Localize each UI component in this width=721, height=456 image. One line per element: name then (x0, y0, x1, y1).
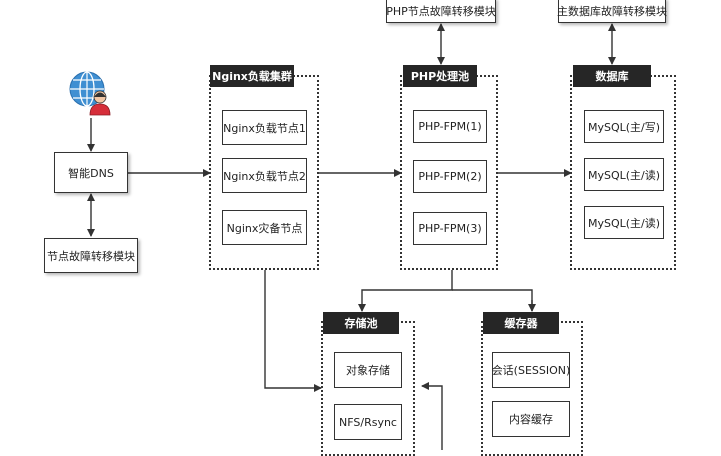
storage-pool-title: 存储池 (323, 312, 399, 334)
edge-php-cache (452, 289, 533, 311)
nginx-dr-node-label: Nginx灾备节点 (226, 221, 303, 235)
master-db-failover-module[interactable]: 主数据库故障转移模块 (557, 0, 667, 23)
node-failover-module[interactable]: 节点故障转移模块 (44, 238, 138, 273)
php-fpm-2-label: PHP-FPM(2) (418, 170, 482, 183)
php-fpm-3[interactable]: PHP-FPM(3) (413, 212, 487, 245)
content-cache-label: 内容缓存 (509, 413, 553, 426)
php-fpm-1-label: PHP-FPM(1) (418, 120, 482, 133)
mysql-master-read-1[interactable]: MySQL(主/读) (584, 158, 664, 191)
master-db-failover-label: 主数据库故障转移模块 (557, 4, 667, 18)
cache-title: 缓存器 (483, 312, 559, 334)
edge-return-storage (421, 382, 443, 450)
mysql-master-read-2[interactable]: MySQL(主/读) (584, 206, 664, 239)
smart-dns-label: 智能DNS (68, 166, 114, 180)
php-fpm-1[interactable]: PHP-FPM(1) (413, 110, 487, 143)
content-cache[interactable]: 内容缓存 (492, 401, 570, 437)
nfs-rsync[interactable]: NFS/Rsync (334, 404, 402, 440)
globe-user-icon (69, 71, 111, 116)
mysql-master-write-label: MySQL(主/写) (587, 120, 661, 134)
nginx-node-2-label: Nginx负载节点2 (223, 169, 306, 183)
nfs-rsync-label: NFS/Rsync (339, 415, 397, 429)
nginx-node-2[interactable]: Nginx负载节点2 (222, 158, 307, 193)
object-storage[interactable]: 对象存储 (334, 352, 402, 388)
database-title: 数据库 (573, 65, 651, 87)
php-node-failover-module[interactable]: PHP节点故障转移模块 (386, 0, 496, 23)
php-fpm-2[interactable]: PHP-FPM(2) (413, 160, 487, 193)
nginx-node-1[interactable]: Nginx负载节点1 (222, 110, 307, 145)
php-fpm-3-label: PHP-FPM(3) (418, 222, 482, 235)
nginx-node-1-label: Nginx负载节点1 (223, 121, 306, 135)
mysql-master-read-1-label: MySQL(主/读) (587, 168, 661, 182)
nginx-dr-node[interactable]: Nginx灾备节点 (222, 210, 307, 245)
node-failover-label: 节点故障转移模块 (47, 249, 135, 263)
session-cache[interactable]: 会话(SESSION) (492, 352, 570, 388)
mysql-master-write[interactable]: MySQL(主/写) (584, 110, 664, 143)
mysql-master-read-2-label: MySQL(主/读) (587, 216, 661, 230)
edge-nginx-storage (264, 270, 322, 392)
object-storage-label: 对象存储 (346, 364, 390, 377)
php-node-failover-label: PHP节点故障转移模块 (386, 4, 496, 18)
php-pool-title: PHP处理池 (403, 65, 477, 87)
edge-php-branch (358, 270, 453, 312)
smart-dns-node[interactable]: 智能DNS (54, 152, 128, 193)
nginx-cluster-title: Nginx负载集群 (210, 65, 294, 87)
session-cache-label: 会话(SESSION) (491, 364, 571, 377)
